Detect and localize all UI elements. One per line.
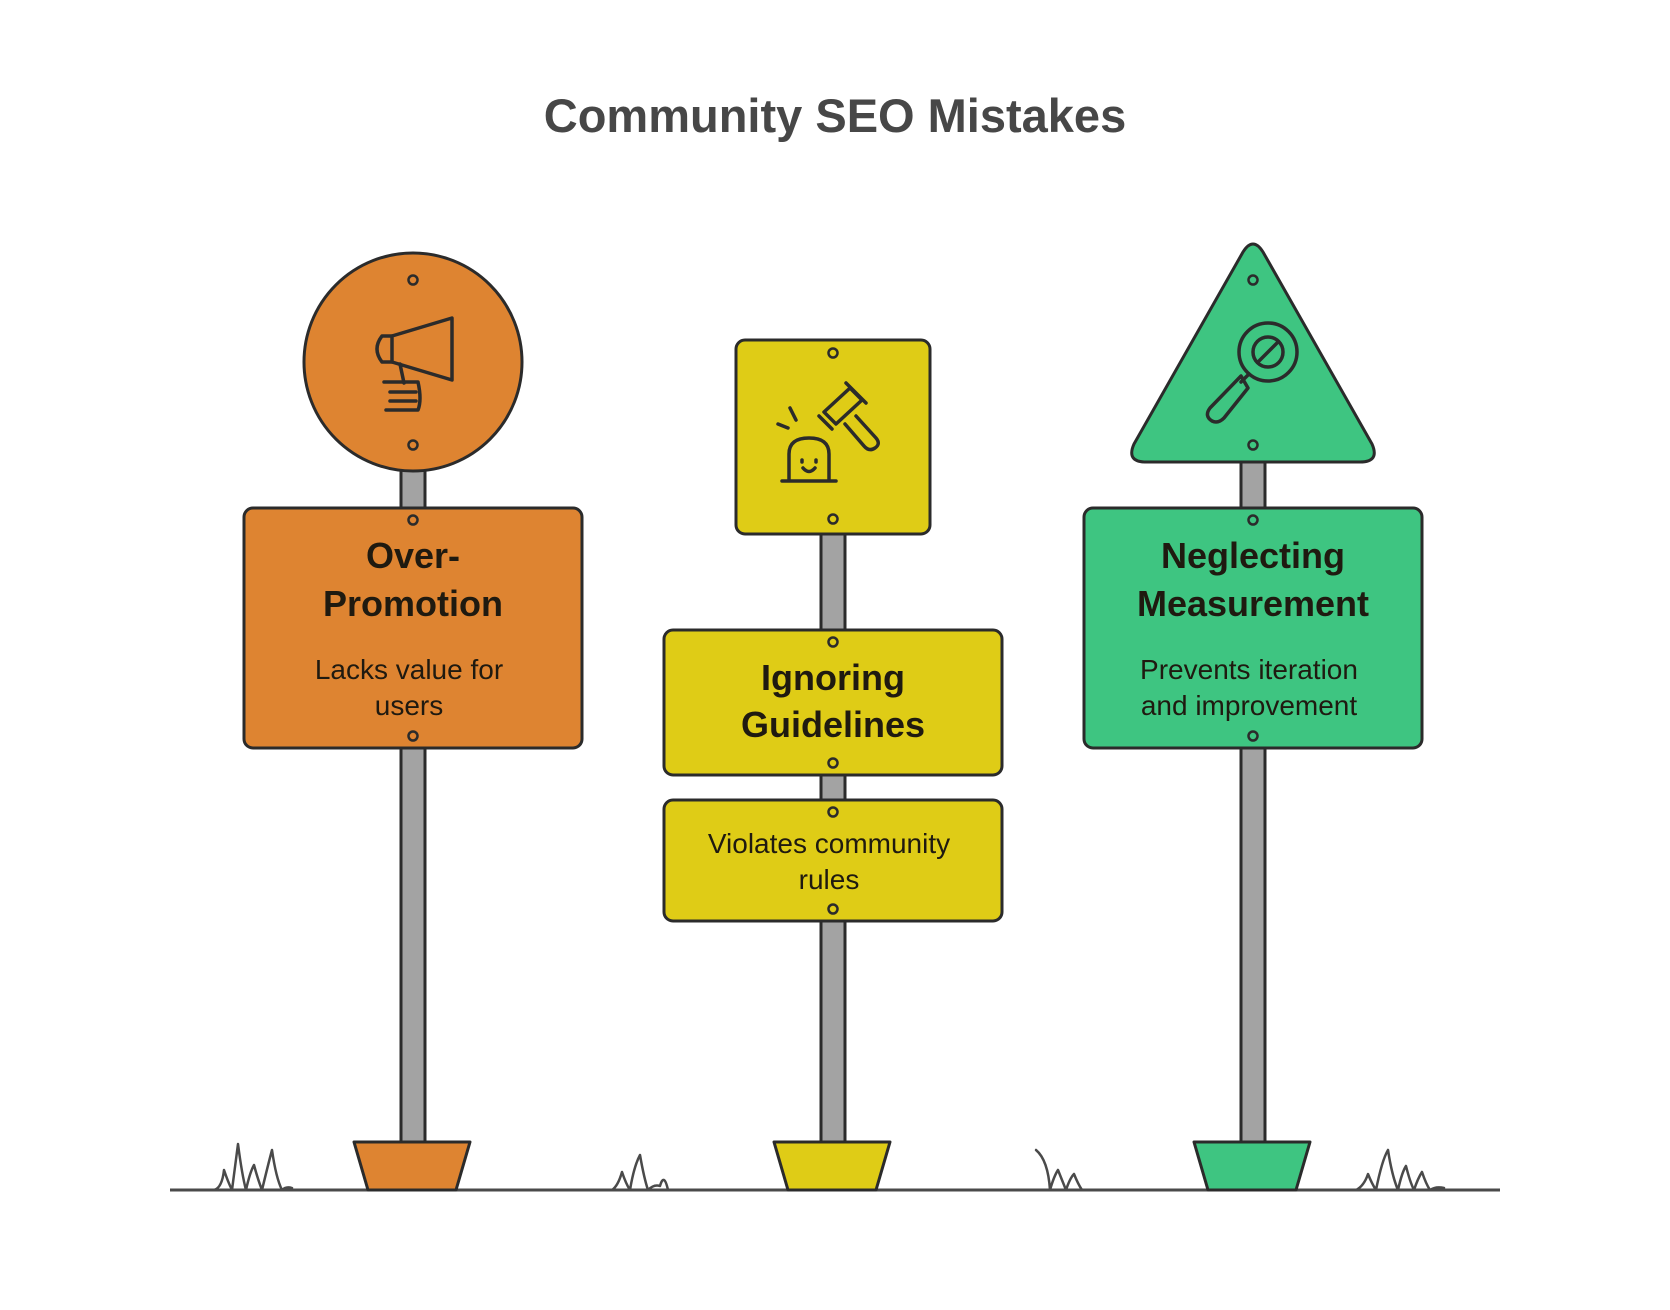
sign-heading-line2: Guidelines: [741, 704, 925, 745]
grass-tuft-1: [212, 1142, 294, 1192]
screw: [1247, 730, 1259, 742]
screw: [1247, 439, 1259, 451]
sign-heading-line1: Ignoring: [761, 657, 905, 698]
screw: [407, 514, 419, 526]
sign-description-line2: users: [375, 690, 443, 721]
square-sign-top: [734, 338, 932, 536]
screw: [827, 636, 839, 648]
gavel-icon: [776, 381, 880, 483]
sign-description-line1: Prevents iteration: [1140, 654, 1358, 685]
sign-description-line1: Violates community: [708, 828, 950, 859]
sign-heading-line1: Over-: [366, 535, 460, 576]
pole-base: [1192, 1140, 1312, 1192]
megaphone-icon: [375, 316, 454, 412]
screw: [407, 730, 419, 742]
circle-sign-top: [302, 251, 524, 473]
grass-tuft-3: [1034, 1148, 1084, 1192]
screw: [827, 757, 839, 769]
pole-base: [772, 1140, 892, 1192]
sign-description-line2: and improvement: [1141, 690, 1358, 721]
screw: [827, 513, 839, 525]
screw: [407, 439, 419, 451]
screw: [827, 903, 839, 915]
sign-board: [662, 628, 1004, 777]
sign-description-line1: Lacks value for: [315, 654, 503, 685]
sign-over-promotion: Over- Promotion Lacks value for users: [242, 251, 584, 1192]
magnifier-blocked-icon: [1205, 321, 1299, 424]
screw: [1247, 274, 1259, 286]
sign-description-line2: rules: [799, 864, 860, 895]
sign-heading-line2: Measurement: [1137, 583, 1369, 624]
sign-board: [1082, 506, 1424, 750]
sign-neglecting-measurement: Neglecting Measurement Prevents iteratio…: [1082, 242, 1424, 1192]
sign-description-board: [662, 798, 1004, 923]
grass-tufts: [212, 1142, 1446, 1192]
sign-heading-line2: Promotion: [323, 583, 503, 624]
grass-tuft-2: [610, 1153, 670, 1192]
grass-tuft-4: [1354, 1148, 1446, 1192]
page-title: Community SEO Mistakes: [544, 89, 1126, 142]
sign-ignoring-guidelines: Ignoring Guidelines Violates community r…: [662, 338, 1004, 1192]
pole-base: [352, 1140, 472, 1192]
screw: [407, 274, 419, 286]
screw: [827, 806, 839, 818]
screw: [827, 347, 839, 359]
sign-heading-line1: Neglecting: [1161, 535, 1345, 576]
sign-board: [242, 506, 584, 750]
screw: [1247, 514, 1259, 526]
